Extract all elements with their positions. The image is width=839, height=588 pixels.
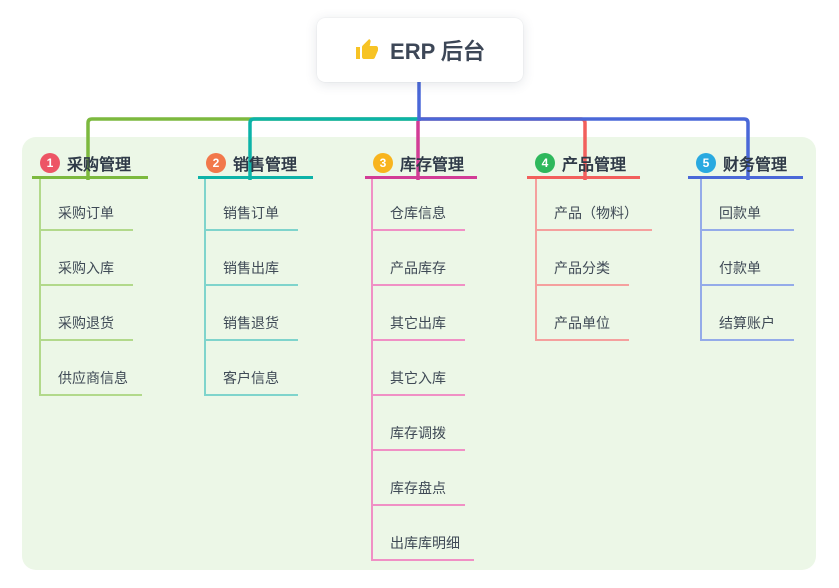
thumbs-up-icon	[356, 39, 379, 59]
child-node[interactable]: 产品库存	[372, 254, 465, 286]
child-node[interactable]: 采购退货	[40, 309, 133, 341]
branch-number-badge: 3	[373, 153, 393, 173]
branch-number-badge: 1	[40, 153, 60, 173]
branch-number-badge: 5	[696, 153, 716, 173]
branch-number-badge: 2	[206, 153, 226, 173]
branch-topic-库存管理[interactable]: 3 库存管理	[365, 150, 477, 179]
child-node[interactable]: 库存调拨	[372, 419, 465, 451]
branch-topic-label: 库存管理	[400, 157, 465, 174]
root-title: ERP 后台	[390, 39, 485, 64]
branch-topic-财务管理[interactable]: 5 财务管理	[688, 150, 803, 179]
branches-panel	[22, 137, 816, 570]
child-node[interactable]: 库存盘点	[372, 474, 465, 506]
child-node[interactable]: 采购订单	[40, 199, 133, 231]
branch-topic-label: 产品管理	[562, 157, 627, 174]
child-node[interactable]: 结算账户	[701, 309, 794, 341]
child-node[interactable]: 仓库信息	[372, 199, 465, 231]
branch-number-badge: 4	[535, 153, 555, 173]
child-node[interactable]: 付款单	[701, 254, 794, 286]
branch-topic-label: 销售管理	[233, 157, 298, 174]
child-node[interactable]: 客户信息	[205, 364, 298, 396]
child-node[interactable]: 销售订单	[205, 199, 298, 231]
child-node[interactable]: 产品单位	[536, 309, 629, 341]
child-node[interactable]: 产品（物料）	[536, 199, 652, 231]
branch-topic-产品管理[interactable]: 4 产品管理	[527, 150, 640, 179]
child-node[interactable]: 采购入库	[40, 254, 133, 286]
branch-topic-采购管理[interactable]: 1 采购管理	[32, 150, 148, 179]
child-node[interactable]: 供应商信息	[40, 364, 142, 396]
branch-topic-label: 财务管理	[723, 157, 788, 174]
child-node[interactable]: 回款单	[701, 199, 794, 231]
child-node[interactable]: 销售退货	[205, 309, 298, 341]
child-node[interactable]: 其它入库	[372, 364, 465, 396]
branch-topic-销售管理[interactable]: 2 销售管理	[198, 150, 313, 179]
branch-topic-label: 采购管理	[67, 157, 132, 174]
child-node[interactable]: 销售出库	[205, 254, 298, 286]
child-node[interactable]: 出库库明细	[372, 529, 474, 561]
child-node[interactable]: 产品分类	[536, 254, 629, 286]
child-node[interactable]: 其它出库	[372, 309, 465, 341]
root-node[interactable]: ERP 后台	[317, 18, 523, 82]
